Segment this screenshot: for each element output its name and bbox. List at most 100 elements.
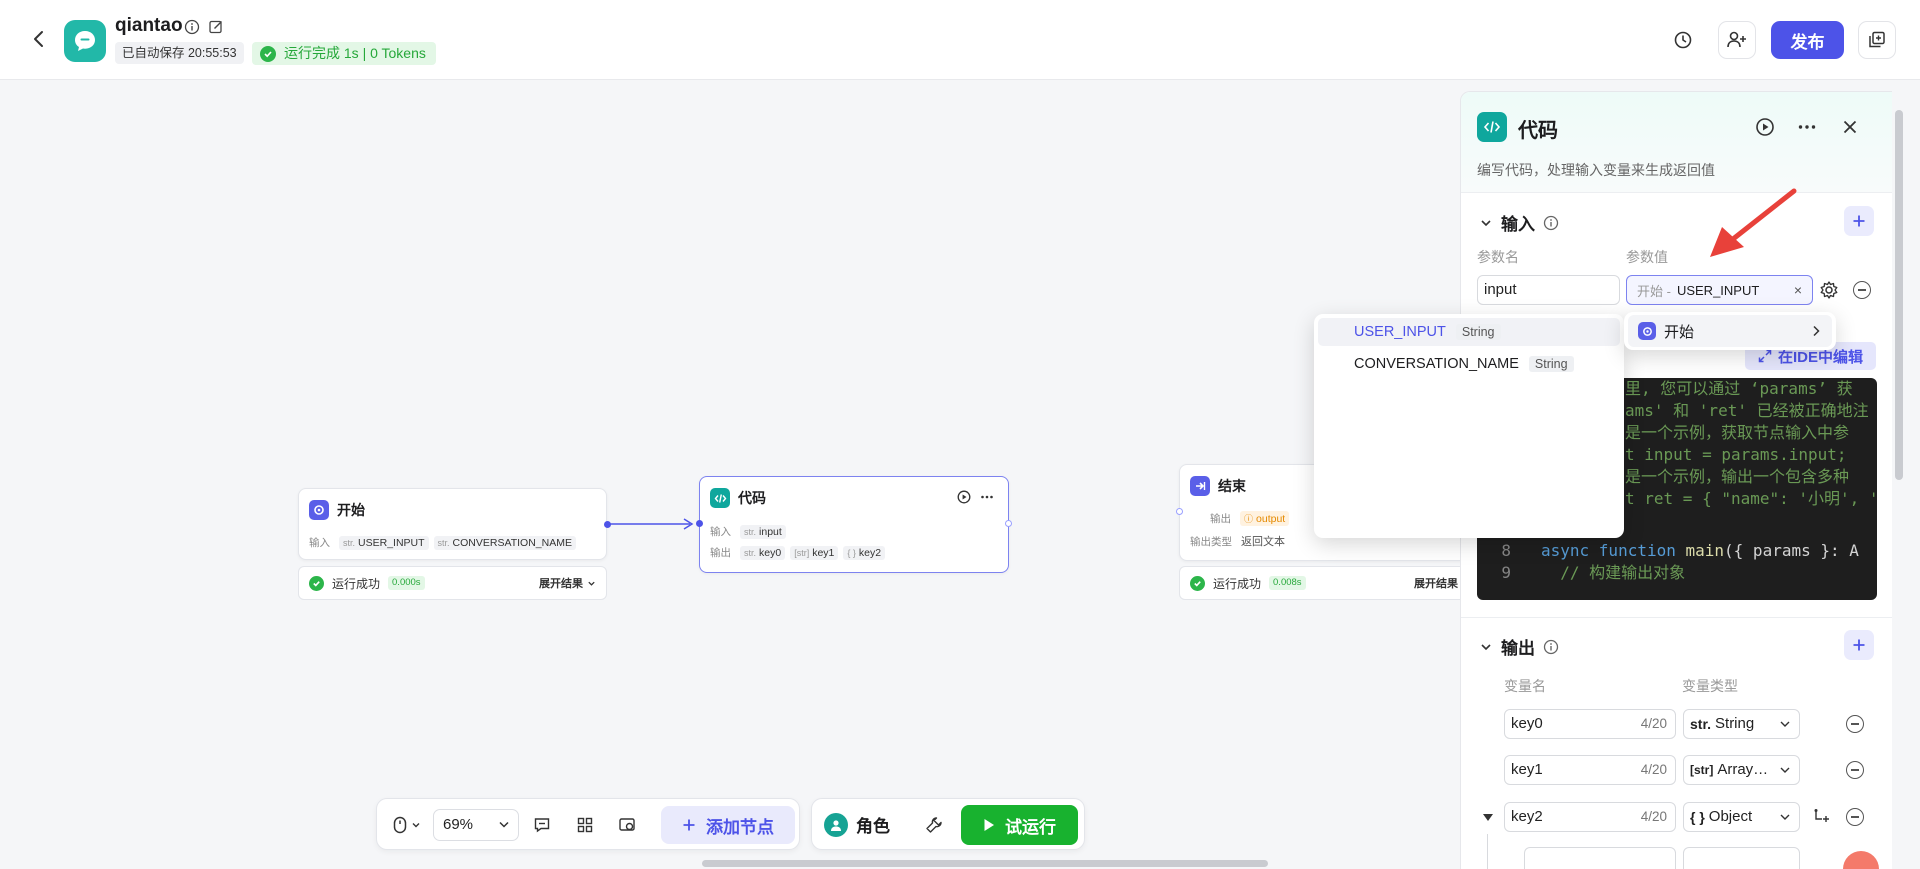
annotation-arrow-icon [1710, 188, 1797, 257]
run-status-badge: 运行完成 1s | 0 Tokens [252, 42, 436, 65]
layout-button[interactable] [575, 815, 595, 835]
add-child-icon[interactable] [1813, 808, 1831, 826]
top-bar: qiantao 已自动保存 20:55:53 运行完成 1s | 0 Token… [0, 0, 1920, 80]
end-node-input-port[interactable] [1176, 508, 1183, 515]
end-node-result: 运行成功 0.008s 展开结果 [1179, 566, 1469, 600]
history-button[interactable] [1664, 21, 1702, 59]
run-toolbar: 角色 试运行 [811, 798, 1085, 850]
panel-more-button[interactable] [1796, 116, 1818, 138]
chevron-down-icon [1780, 814, 1790, 820]
try-run-button[interactable]: 试运行 [961, 805, 1078, 845]
variable-option[interactable]: CONVERSATION_NAME String [1318, 350, 1620, 378]
canvas-horizontal-scrollbar[interactable] [702, 860, 1268, 867]
clear-icon[interactable]: × [1793, 282, 1802, 298]
start-node-result: 运行成功 0.000s 展开结果 [298, 566, 607, 600]
add-user-icon [1727, 31, 1746, 48]
start-expand-result[interactable]: 展开结果 [539, 575, 596, 591]
code-input-chip: str.input [740, 524, 786, 539]
workflow-canvas[interactable]: 开始 输入 str.USER_INPUT str.CONVERSATION_NA… [0, 81, 1469, 869]
minimap-button[interactable] [617, 815, 637, 835]
publish-button[interactable]: 发布 [1771, 21, 1844, 59]
start-node-icon [309, 500, 329, 520]
end-output-type-label: 输出类型 [1190, 535, 1232, 548]
wrench-icon[interactable] [924, 815, 944, 835]
output-section-header[interactable]: 输出 [1479, 634, 1559, 659]
var-name-column: 变量名 [1504, 678, 1546, 694]
info-icon[interactable] [1543, 215, 1559, 231]
code-node-output-port[interactable] [1005, 520, 1012, 527]
edit-icon[interactable] [208, 19, 224, 35]
mouse-icon [393, 816, 407, 834]
add-node-button[interactable]: 添加节点 [661, 806, 795, 844]
code-line: 里, 您可以通过 ‘params’ 获 [1625, 379, 1853, 398]
zoom-value: 69% [443, 816, 474, 833]
param-name-input[interactable]: input [1477, 275, 1620, 305]
role-avatar-icon [824, 812, 848, 837]
child-output-type-select[interactable] [1683, 847, 1800, 869]
node-option-start[interactable]: 开始 [1628, 315, 1832, 347]
app-name: qiantao [115, 15, 183, 36]
input-section-header[interactable]: 输入 [1479, 210, 1559, 235]
zoom-select[interactable]: 69% [433, 809, 519, 841]
start-node-output-port[interactable] [604, 521, 611, 528]
start-result-time: 0.000s [388, 576, 425, 590]
code-node-input-port[interactable] [696, 520, 703, 527]
start-input-label: 输入 [309, 537, 330, 549]
child-output-name-input[interactable] [1524, 847, 1676, 869]
assistant-avatar[interactable] [1843, 851, 1879, 869]
copy-button[interactable] [1858, 21, 1896, 59]
collapse-triangle-icon[interactable] [1482, 811, 1494, 823]
remove-output-button[interactable] [1846, 808, 1864, 826]
comment-button[interactable] [532, 815, 552, 835]
start-node-icon [1638, 322, 1656, 340]
role-button[interactable]: 角色 [824, 812, 890, 837]
param-value-reference[interactable]: 开始 - USER_INPUT × [1626, 275, 1813, 305]
add-output-button[interactable] [1844, 630, 1874, 660]
play-circle-icon[interactable] [957, 490, 971, 504]
chevron-down-icon [588, 581, 595, 586]
code-icon [1477, 112, 1507, 142]
panel-close-button[interactable] [1839, 116, 1861, 138]
chevron-down-icon [1780, 721, 1790, 727]
panel-run-button[interactable] [1754, 116, 1776, 138]
more-icon[interactable] [980, 490, 994, 504]
panel-vertical-scrollbar[interactable] [1893, 110, 1905, 710]
close-icon [1843, 120, 1857, 134]
output-type-select[interactable]: [str]Array… [1683, 755, 1800, 785]
end-node-title: 结束 [1218, 478, 1246, 494]
end-node-icon [1190, 476, 1210, 496]
remove-input-button[interactable] [1853, 281, 1871, 299]
info-icon[interactable] [1543, 639, 1559, 655]
edge-arrowhead [683, 518, 694, 530]
info-icon[interactable] [184, 19, 200, 35]
remove-output-button[interactable] [1846, 715, 1864, 733]
variable-option[interactable]: USER_INPUT String [1318, 318, 1620, 346]
gear-icon[interactable] [1819, 280, 1839, 300]
remove-output-button[interactable] [1846, 761, 1864, 779]
end-expand-result[interactable]: 展开结果 [1414, 578, 1458, 590]
code-line: t input = params.input; [1625, 445, 1847, 464]
code-editor[interactable]: 里, 您可以通过 ‘params’ 获 ams' 和 'ret' 已经被正确地注… [1477, 378, 1877, 600]
edge-layer [609, 518, 694, 530]
interaction-mode-button[interactable] [389, 815, 425, 835]
code-output-label: 输出 [710, 547, 731, 559]
chevron-right-icon [1813, 325, 1820, 337]
tree-connector [1487, 834, 1488, 869]
scrollbar-thumb[interactable] [1895, 110, 1903, 480]
add-input-button[interactable] [1844, 206, 1874, 236]
output-type-select[interactable]: str.String [1683, 709, 1800, 739]
code-line: 9 // 构建输出对象 [1501, 563, 1686, 582]
param-name-column: 参数名 [1477, 249, 1519, 265]
more-icon [1798, 125, 1816, 129]
back-arrow-icon[interactable] [28, 28, 50, 50]
code-node-inputs: 输入 str.input [710, 524, 786, 539]
output-type-select[interactable]: { }Object [1683, 802, 1800, 832]
collaborators-button[interactable] [1718, 21, 1756, 59]
start-node[interactable]: 开始 输入 str.USER_INPUT str.CONVERSATION_NA… [298, 488, 611, 560]
code-node[interactable]: 代码 输入 str.input 输出 str.key0 [str]key1 { … [696, 476, 1012, 573]
